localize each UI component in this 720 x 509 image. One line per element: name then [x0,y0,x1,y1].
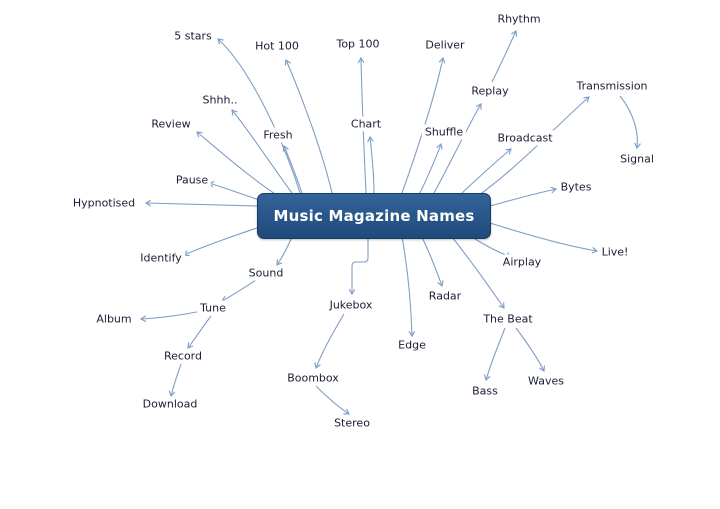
connector-replay [433,103,482,194]
connector-deliver [401,56,446,194]
node-bass[interactable]: Bass [469,383,501,399]
connector-shuffle [419,142,443,194]
node-top-100[interactable]: Top 100 [333,36,383,52]
node-hypnotised[interactable]: Hypnotised [69,195,139,211]
connector-signal [619,95,641,150]
node-identify[interactable]: Identify [137,250,185,266]
node-chart[interactable]: Chart [347,116,385,132]
node-record[interactable]: Record [160,348,206,364]
node-hot-100[interactable]: Hot 100 [252,38,302,54]
connector-tune [220,279,257,303]
connector-radar [421,236,444,288]
node-live[interactable]: Live! [598,244,632,260]
connector-jukebox [348,237,369,296]
connector-waves [515,327,546,373]
node-waves[interactable]: Waves [525,373,567,389]
central-node-label: Music Magazine Names [273,207,475,225]
connector-stereo [315,385,350,415]
node-shhh[interactable]: Shhh.. [199,92,241,108]
connector-review [196,131,279,197]
node-edge[interactable]: Edge [395,337,429,353]
central-node[interactable]: Music Magazine Names [257,193,491,239]
connector-pause [207,181,263,202]
node-sound[interactable]: Sound [245,265,287,281]
connector-bytes [489,186,558,207]
node-deliver[interactable]: Deliver [422,37,468,53]
node-review[interactable]: Review [148,116,194,132]
node-airplay[interactable]: Airplay [499,254,545,270]
connector-hypnotised [144,199,259,207]
node-broadcast[interactable]: Broadcast [494,130,556,146]
node-the-beat[interactable]: The Beat [480,311,536,327]
connector-shhh [231,109,293,194]
node-replay[interactable]: Replay [468,83,512,99]
connector-fresh [282,144,303,194]
node-boombox[interactable]: Boombox [284,370,342,386]
node-rhythm[interactable]: Rhythm [494,11,544,27]
connector-the-beat [451,236,505,309]
connector-bass [483,327,506,382]
node-album[interactable]: Album [93,311,135,327]
node-shuffle[interactable]: Shuffle [421,124,467,140]
node-pause[interactable]: Pause [172,172,212,188]
connector-broadcast [461,148,512,194]
connector-identify [182,225,264,257]
connector-chart [367,135,375,194]
node-5-stars[interactable]: 5 stars [171,28,215,44]
node-download[interactable]: Download [139,396,201,412]
connector-hot-100 [284,58,333,194]
connector-edge [401,236,416,338]
connector-record [187,315,212,349]
node-radar[interactable]: Radar [425,288,465,304]
node-tune[interactable]: Tune [197,300,229,316]
connector-live [489,222,599,254]
node-jukebox[interactable]: Jukebox [326,297,376,313]
node-bytes[interactable]: Bytes [557,179,595,195]
node-transmission[interactable]: Transmission [573,78,651,94]
connector-rhythm [491,29,518,83]
connector-5-stars [217,38,301,194]
connector-album [139,310,203,323]
connector-download [168,363,182,398]
node-signal[interactable]: Signal [617,151,657,167]
connector-sound [276,236,293,266]
connector-boombox [314,313,345,370]
node-fresh[interactable]: Fresh [260,127,296,143]
node-stereo[interactable]: Stereo [331,415,373,431]
